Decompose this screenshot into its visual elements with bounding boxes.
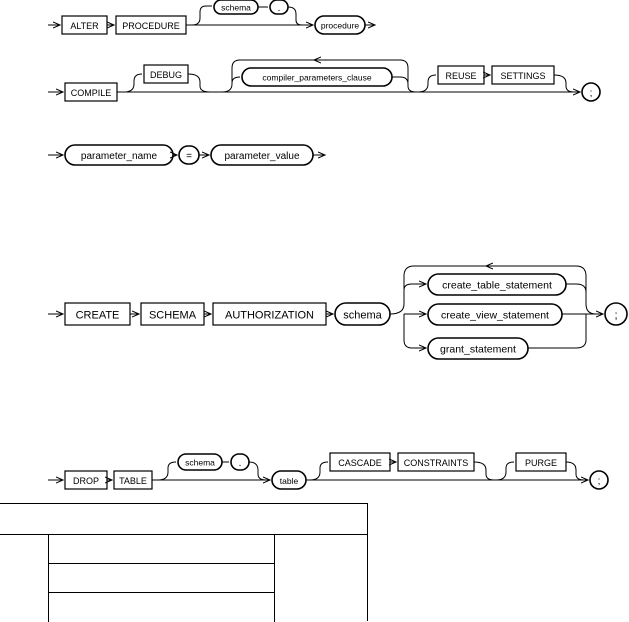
svg-text:CASCADE: CASCADE	[338, 458, 382, 468]
semicolon-create-schema: ;	[604, 302, 628, 326]
svg-text:ALTER: ALTER	[70, 21, 99, 31]
dot-symbol: .	[269, 0, 289, 15]
svg-text:DEBUG: DEBUG	[150, 70, 182, 80]
table-header-row	[0, 504, 367, 535]
drop-table-diagram: DROP TABLE schema . table CASCADE	[48, 452, 609, 490]
svg-text:grant_statement: grant_statement	[440, 344, 516, 356]
placeholder-schema-drop: schema	[177, 453, 223, 471]
placeholder-procedure: procedure	[314, 15, 366, 35]
keyword-schema: SCHEMA	[140, 302, 205, 326]
parameter-diagram: parameter_name = parameter_value	[48, 144, 325, 166]
empty-table-grid	[0, 503, 368, 622]
keyword-purge: PURGE	[515, 452, 567, 472]
svg-text:SCHEMA: SCHEMA	[149, 310, 197, 322]
table-left-cell	[0, 535, 49, 622]
placeholder-create-view-statement: create_view_statement	[427, 303, 563, 326]
svg-text:CONSTRAINTS: CONSTRAINTS	[404, 458, 469, 468]
create-schema-diagram: CREATE SCHEMA AUTHORIZATION schema creat…	[48, 266, 628, 360]
compile-diagram: COMPILE DEBUG compiler_parameters_clause…	[48, 60, 601, 102]
placeholder-grant-statement: grant_statement	[427, 337, 529, 360]
placeholder-schema: schema	[213, 0, 259, 15]
svg-text:SETTINGS: SETTINGS	[500, 71, 545, 81]
svg-text:create_view_statement: create_view_statement	[441, 310, 549, 322]
semicolon-compile: ;	[581, 82, 601, 102]
keyword-drop: DROP	[64, 470, 108, 490]
svg-text:procedure: procedure	[321, 21, 360, 31]
keyword-reuse: REUSE	[437, 65, 485, 85]
svg-text:AUTHORIZATION: AUTHORIZATION	[225, 310, 314, 322]
keyword-constraints: CONSTRAINTS	[397, 452, 475, 472]
svg-text:schema: schema	[185, 458, 215, 468]
svg-text:parameter_name: parameter_name	[81, 151, 158, 162]
keyword-settings: SETTINGS	[491, 65, 555, 85]
svg-text:;: ;	[614, 310, 617, 322]
alter-procedure-diagram: ALTER PROCEDURE schema . procedure	[48, 0, 375, 35]
svg-text:schema: schema	[343, 310, 382, 322]
svg-text:REUSE: REUSE	[445, 71, 476, 81]
svg-text:schema: schema	[221, 3, 251, 13]
dot-symbol-drop: .	[230, 453, 250, 471]
svg-text:;: ;	[598, 476, 601, 487]
keyword-create: CREATE	[64, 302, 131, 326]
placeholder-schema-name: schema	[334, 302, 391, 326]
keyword-procedure: PROCEDURE	[115, 15, 187, 35]
equals-symbol: =	[178, 145, 200, 165]
keyword-authorization: AUTHORIZATION	[212, 302, 327, 326]
svg-text:parameter_value: parameter_value	[224, 151, 299, 162]
svg-text:PURGE: PURGE	[525, 458, 557, 468]
semicolon-drop: ;	[589, 470, 609, 490]
svg-text:CREATE: CREATE	[76, 310, 120, 322]
svg-text:DROP: DROP	[73, 476, 99, 486]
placeholder-table: table	[271, 470, 307, 490]
keyword-debug: DEBUG	[143, 64, 189, 84]
keyword-compile: COMPILE	[64, 82, 118, 102]
placeholder-create-table-statement: create_table_statement	[427, 273, 567, 296]
placeholder-parameter-value: parameter_value	[210, 144, 314, 166]
svg-text:TABLE: TABLE	[119, 476, 147, 486]
svg-text:=: =	[186, 151, 192, 162]
svg-text:.: .	[278, 3, 281, 14]
svg-text:COMPILE: COMPILE	[71, 88, 112, 98]
placeholder-parameter-name: parameter_name	[64, 144, 174, 166]
svg-text:.: .	[239, 458, 242, 469]
svg-text:PROCEDURE: PROCEDURE	[122, 21, 180, 31]
keyword-cascade: CASCADE	[329, 452, 391, 472]
table-cell	[49, 564, 275, 593]
keyword-alter: ALTER	[61, 15, 108, 35]
svg-text:create_table_statement: create_table_statement	[442, 280, 552, 292]
table-cell	[49, 593, 275, 622]
svg-text:;: ;	[590, 88, 593, 99]
keyword-table: TABLE	[113, 470, 153, 490]
svg-text:table: table	[280, 476, 299, 486]
table-cell	[49, 535, 275, 564]
svg-text:compiler_parameters_clause: compiler_parameters_clause	[262, 73, 371, 83]
placeholder-compiler-parameters-clause: compiler_parameters_clause	[241, 67, 393, 87]
